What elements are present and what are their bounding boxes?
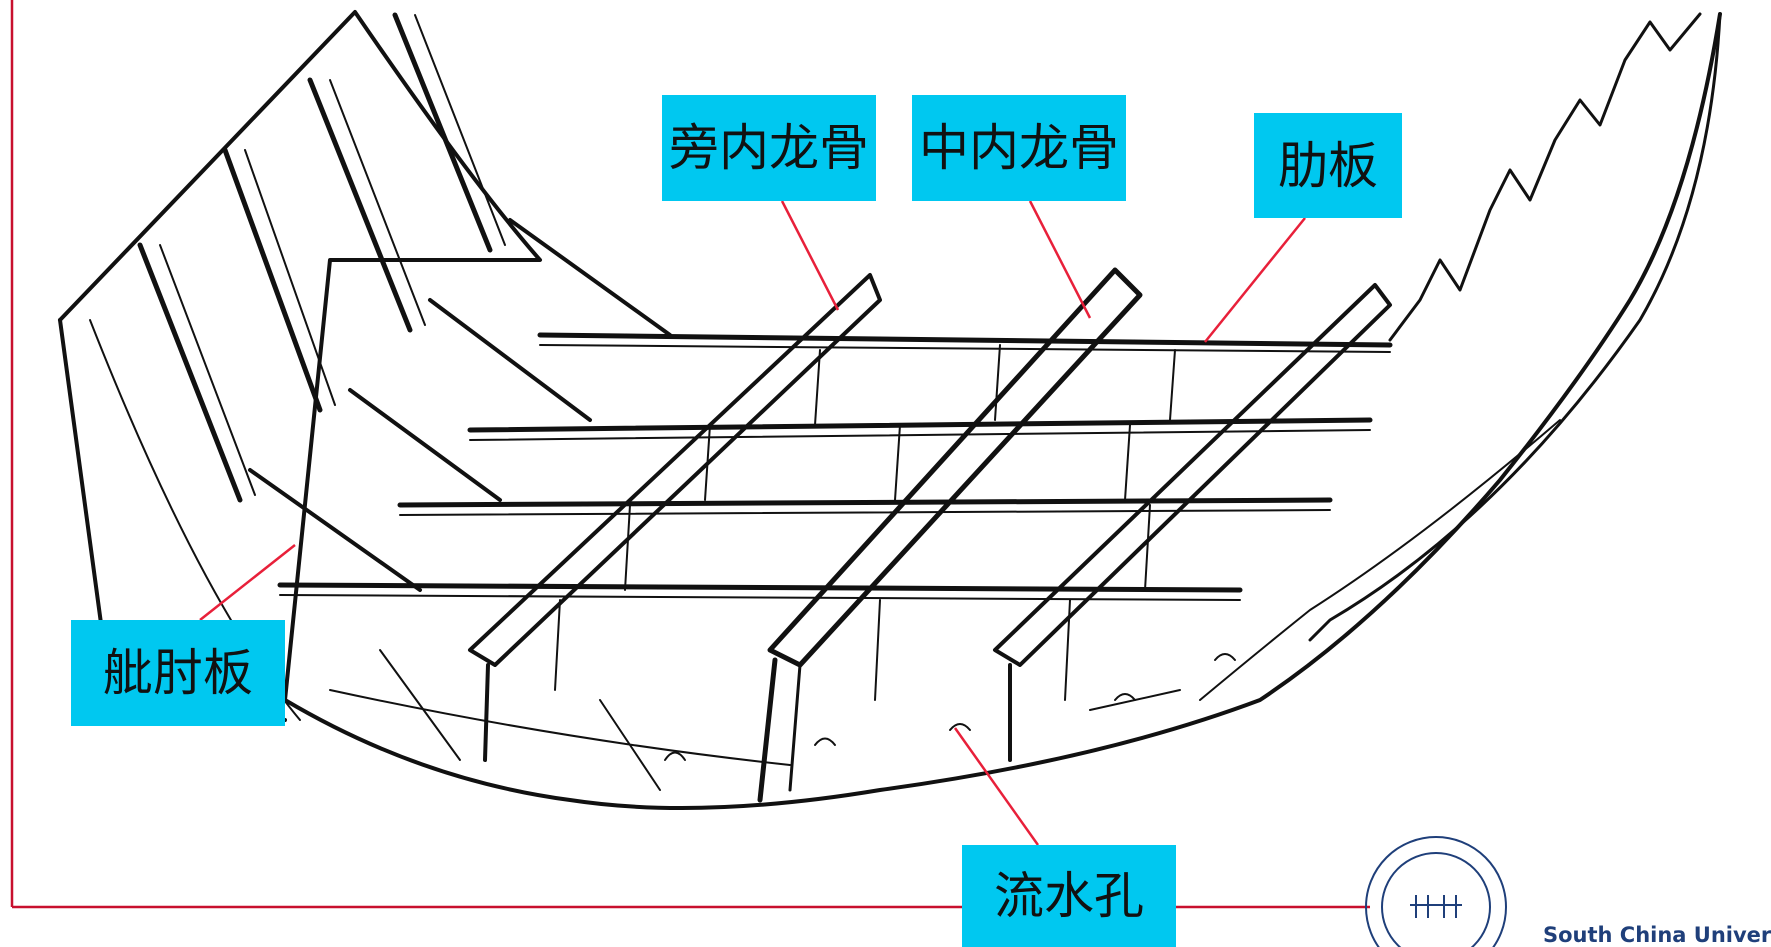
side-girder-right-top [993,283,1392,667]
floor-plate-label: 肋板 [1254,113,1402,218]
center-girder-web [757,657,778,803]
hull-right-shell [1308,12,1722,642]
drain-holes [664,653,1236,761]
side-girder-label: 旁内龙骨 [662,95,876,201]
center-girder-label: 中内龙骨 [912,95,1126,201]
leader-drain-hole [953,727,1040,846]
left-wall-frames-inner [159,14,506,496]
left-wall-frames [137,12,493,503]
hull-drawing [58,10,1722,810]
bilge-bracket-label: 舭肘板 [71,620,285,726]
bilge-brackets [248,218,672,592]
hull-shell-outline [58,10,1722,810]
leader-lines [199,200,1306,846]
leader-center-girder [1028,200,1092,319]
drain-hole-label: 流水孔 [962,845,1176,947]
hull-right-corrugation [1388,12,1702,342]
leader-bilge-bracket [199,544,296,621]
side-girder-left-top [468,273,882,667]
center-girder-top [767,267,1143,668]
center-girder-web-2 [788,663,802,792]
floor-plates [277,332,1393,593]
hull-bilge-curve [1199,419,1561,701]
inner-grid-lines [554,344,1176,701]
bottom-plate-lines [329,649,1181,791]
university-name: South China Universi [1543,923,1771,947]
university-seal [1365,836,1507,947]
leader-side-girder [780,200,840,311]
leader-floor-plate [1204,217,1306,343]
side-girder-left-web [483,663,490,762]
floor-plates-lower-edge [279,344,1391,601]
